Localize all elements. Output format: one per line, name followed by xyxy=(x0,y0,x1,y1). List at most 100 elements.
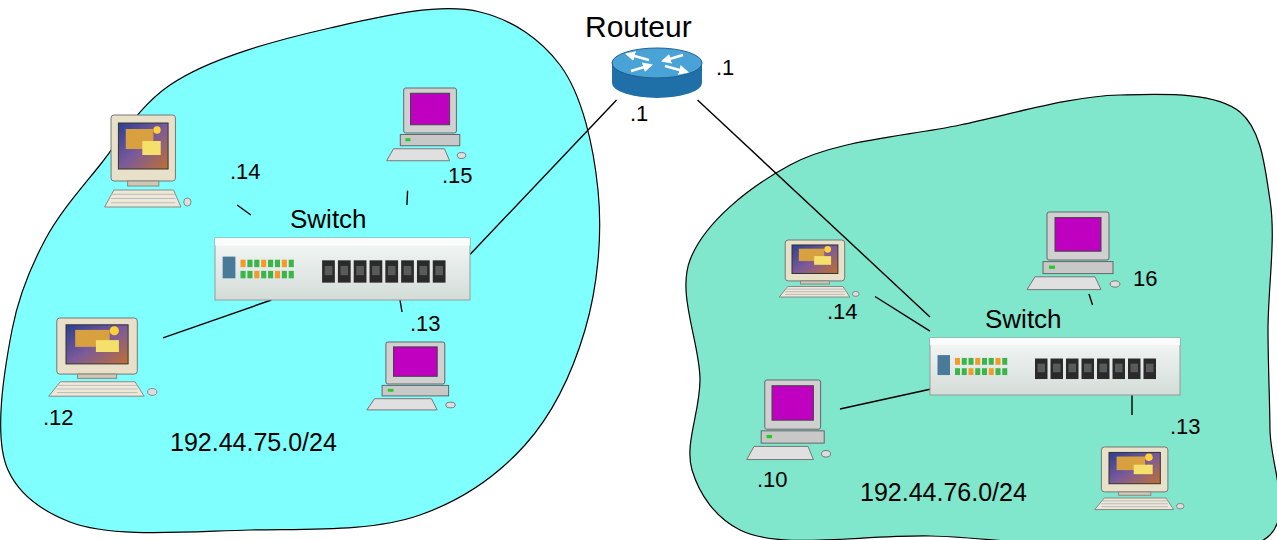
screen-window xyxy=(1134,465,1153,475)
mouse xyxy=(184,198,191,206)
switch-port xyxy=(1066,359,1079,380)
monitor-case xyxy=(1047,212,1109,260)
mouse xyxy=(1176,503,1184,508)
switch-port xyxy=(1144,359,1157,380)
port-contact xyxy=(388,266,396,275)
switch-port xyxy=(1113,359,1126,380)
port-contact xyxy=(420,266,428,275)
keyboard xyxy=(387,149,450,161)
keyboard xyxy=(367,399,437,410)
computer: .12 xyxy=(38,318,163,433)
network-region: 192.44.76.0/24Switch.1416.10.13 xyxy=(680,90,1277,540)
monitor-screen xyxy=(66,325,128,364)
status-led xyxy=(975,368,980,375)
status-led xyxy=(282,271,287,278)
port-contact xyxy=(1115,364,1123,373)
device-label: Switch xyxy=(985,305,1062,334)
screen-window xyxy=(96,340,119,352)
monitor-screen xyxy=(1055,218,1101,252)
interface-address: .1 xyxy=(628,102,650,127)
interface-address: .1 xyxy=(714,56,736,81)
status-led xyxy=(275,260,280,267)
mac-icon xyxy=(1090,447,1185,515)
monitor-screen xyxy=(772,386,813,420)
status-led xyxy=(962,368,967,375)
status-led xyxy=(969,358,974,365)
switch-port xyxy=(1097,359,1110,380)
device-label: Switch xyxy=(290,205,367,234)
power-led xyxy=(388,389,394,392)
router-arrow xyxy=(665,66,687,72)
network-address: 192.44.75.0/24 xyxy=(170,428,337,456)
key-row xyxy=(111,198,175,199)
monitor-case xyxy=(1101,447,1168,492)
monitor-screen xyxy=(394,347,438,376)
host-address: 16 xyxy=(1133,267,1157,292)
switch-port xyxy=(354,260,367,282)
switch-top-edge xyxy=(215,238,470,245)
computer: .13 xyxy=(365,312,460,412)
key-row xyxy=(57,385,138,386)
switch-port xyxy=(433,260,446,282)
router-arrow xyxy=(627,54,649,60)
status-led xyxy=(955,368,960,375)
status-led xyxy=(289,260,294,267)
pc-base xyxy=(1043,262,1113,274)
key-row xyxy=(1101,503,1168,504)
key-row xyxy=(111,194,175,195)
status-led xyxy=(261,271,266,278)
status-led xyxy=(962,358,967,365)
monitor-screen xyxy=(411,93,450,125)
mouse xyxy=(852,291,859,296)
key-row xyxy=(785,291,845,292)
pc-icon xyxy=(1025,212,1125,292)
switch-port xyxy=(338,260,351,282)
monitor-stand xyxy=(78,374,117,378)
monitor-case xyxy=(785,240,845,281)
key-row xyxy=(1101,500,1168,501)
host-address: .12 xyxy=(43,406,74,431)
network-region: 192.44.75.0/24Switch.14.15.12.13 xyxy=(0,0,610,540)
port-contact xyxy=(1069,364,1077,373)
power-led xyxy=(1049,266,1055,269)
router-top xyxy=(612,48,702,78)
monitor-screen xyxy=(118,123,168,169)
status-led xyxy=(241,260,246,267)
switch-port xyxy=(322,260,335,282)
computer: .14 xyxy=(100,115,265,215)
status-led xyxy=(282,260,287,267)
mac-icon xyxy=(43,318,158,403)
port-contact xyxy=(356,266,364,275)
status-led xyxy=(247,271,252,278)
status-led xyxy=(989,358,994,365)
status-led xyxy=(254,260,259,267)
status-led xyxy=(254,271,259,278)
router: Routeur xyxy=(580,10,710,100)
status-led xyxy=(969,368,974,375)
region-outline xyxy=(686,94,1277,540)
port-contact xyxy=(325,266,333,275)
monitor-stand xyxy=(1119,492,1151,495)
status-led xyxy=(268,260,273,267)
power-led xyxy=(405,138,410,141)
status-led xyxy=(247,260,252,267)
status-led xyxy=(275,271,280,278)
pc-base xyxy=(382,385,449,396)
host-address: .13 xyxy=(1170,415,1201,440)
port-contact xyxy=(1084,364,1092,373)
host-address: .13 xyxy=(410,312,441,337)
status-led xyxy=(982,368,987,375)
port-contact xyxy=(1100,364,1108,373)
monitor-case xyxy=(111,115,175,181)
switch-top-edge xyxy=(930,338,1180,345)
mouse xyxy=(148,389,157,396)
switch-body xyxy=(930,338,1180,395)
network-link xyxy=(1131,395,1132,415)
keyboard xyxy=(1095,498,1174,510)
switch-port xyxy=(385,260,398,282)
port-contact xyxy=(1146,364,1154,373)
keyboard xyxy=(49,382,144,396)
computer: .13 xyxy=(1090,415,1205,515)
port-contact xyxy=(435,266,443,275)
